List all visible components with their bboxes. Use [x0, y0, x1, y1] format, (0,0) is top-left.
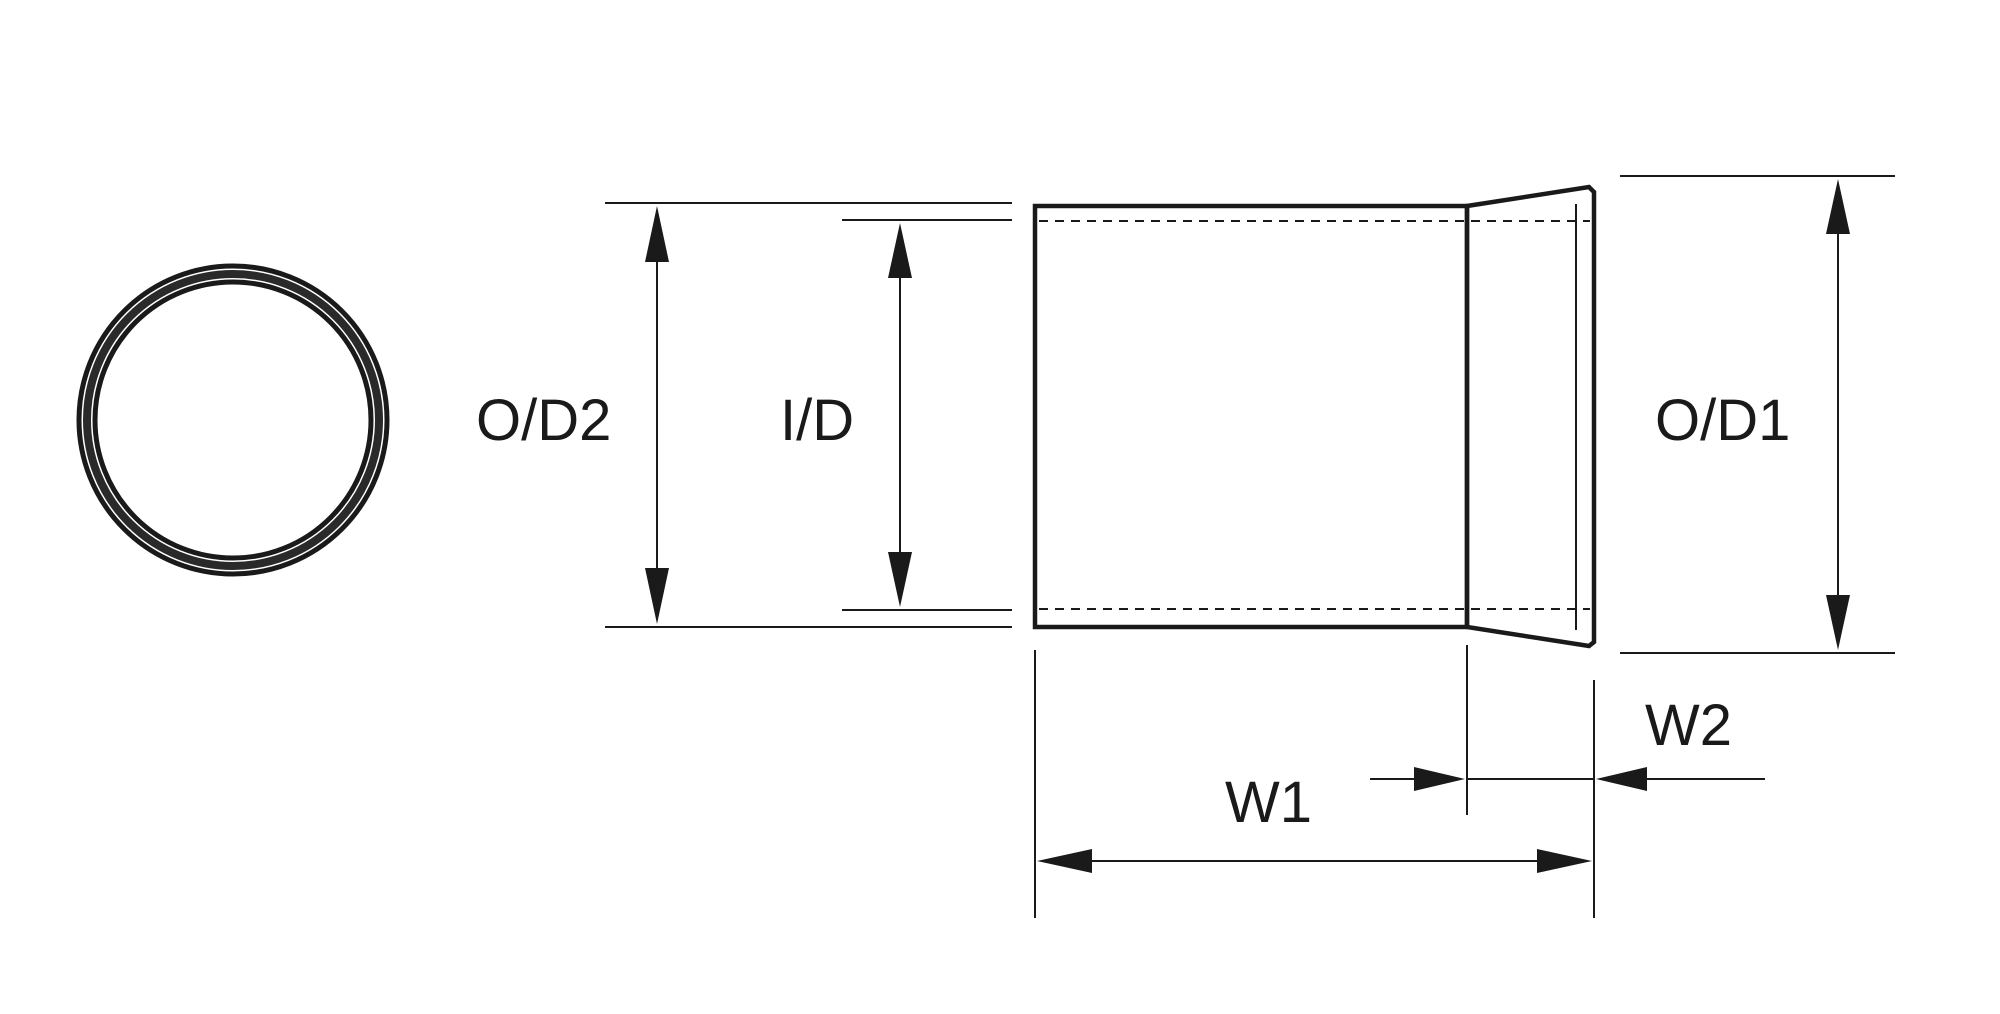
- w2-dimension: W2: [1370, 693, 1765, 791]
- od2-arrow-up: [645, 206, 669, 262]
- ring-body: [83, 270, 383, 570]
- od2-dimension: O/D2: [476, 206, 669, 624]
- w2-arrow-right: [1414, 767, 1465, 791]
- ring-outer-edge: [76, 263, 390, 577]
- sleeve-main-body: [1032, 203, 1470, 630]
- ring-inner-edge: [92, 279, 374, 561]
- id-label: I/D: [780, 388, 854, 453]
- id-dimension: I/D: [780, 223, 912, 607]
- od2-arrow-down: [645, 568, 669, 624]
- w1-label: W1: [1225, 770, 1312, 835]
- end-view-ring: [76, 263, 390, 577]
- od1-dimension: O/D1: [1655, 179, 1850, 650]
- id-arrow-down: [888, 552, 912, 607]
- extension-lines: [605, 175, 1895, 918]
- w1-arrow-left: [1037, 849, 1092, 873]
- id-arrow-up: [888, 223, 912, 278]
- sleeve-flared-lip: [1464, 184, 1597, 649]
- od1-arrow-up: [1826, 179, 1850, 234]
- od1-label: O/D1: [1655, 388, 1790, 453]
- w1-dimension: W1: [1037, 770, 1592, 873]
- w1-arrow-right: [1537, 849, 1592, 873]
- od2-label: O/D2: [476, 388, 611, 453]
- od1-arrow-down: [1826, 595, 1850, 650]
- w2-arrow-left: [1596, 767, 1647, 791]
- w2-label: W2: [1645, 693, 1732, 758]
- sleeve-side-view: [1032, 184, 1597, 649]
